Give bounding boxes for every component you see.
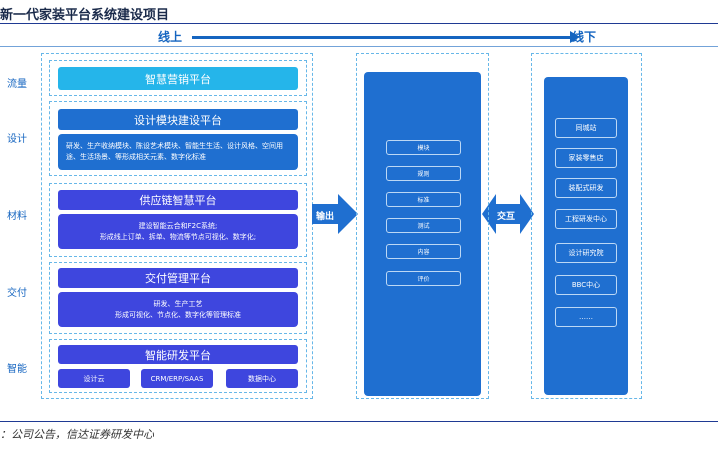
design-platform-bar: 设计模块建设平台: [58, 109, 298, 130]
offline-item-bbc-center: BBC中心: [555, 275, 617, 295]
marketing-group-frame: [49, 60, 307, 96]
offline-item-engineering-rd: 工程研发中心: [555, 209, 617, 229]
offline-item-retail-store: 家装零售店: [555, 148, 617, 168]
category-material: 材料: [7, 211, 27, 222]
offline-panel: [544, 77, 628, 395]
design-platform-desc-text: 研发、生产收纳模块、陈设艺术模块、智能生生活、设计风格、空间用途、生活场景、等形…: [66, 142, 283, 161]
delivery-desc-line2: 形成可视化、节点化、数字化等管理标准: [115, 310, 241, 319]
middle-frame: [356, 53, 489, 399]
delivery-platform-bar: 交付管理平台: [58, 268, 298, 288]
output-arrow: [312, 194, 358, 234]
header-rule: [0, 46, 718, 47]
offline-label: 线下: [572, 30, 597, 44]
output-arrow-label: 输出: [316, 212, 335, 222]
intel-group-frame: [49, 339, 307, 393]
category-design: 设计: [7, 134, 27, 145]
delivery-desc-line1: 研发、生产工艺: [153, 299, 203, 308]
online-platform-frame: [41, 53, 313, 399]
middle-item-content: 内容: [386, 244, 461, 259]
middle-item-review: 评价: [386, 271, 461, 286]
marketing-platform-bar: 智慧营销平台: [58, 67, 298, 90]
offline-frame: [531, 53, 642, 399]
interact-arrow-label: 交互: [497, 212, 516, 222]
category-delivery: 交付: [7, 288, 27, 299]
design-group-frame: [49, 101, 307, 176]
supply-desc-line2: 形成线上订单、拆单、物流等节点可视化、数字化;: [99, 232, 257, 241]
middle-item-test: 测试: [386, 218, 461, 233]
online-label: 线上: [158, 30, 183, 44]
supply-desc-line1: 建设智能云合和F2C系统;: [138, 221, 218, 230]
title-rule: [0, 23, 718, 24]
middle-panel: [364, 72, 481, 396]
intel-platform-bar: 智能研发平台: [58, 345, 298, 364]
design-platform-desc: 研发、生产收纳模块、陈设艺术模块、智能生生活、设计风格、空间用途、生活场景、等形…: [58, 134, 298, 170]
intel-sub-data-center: 数据中心: [226, 369, 298, 388]
middle-item-module: 模块: [386, 140, 461, 155]
middle-item-standard: 标准: [386, 192, 461, 207]
category-intelligence: 智能: [7, 364, 27, 375]
offline-item-more: ……: [555, 307, 617, 327]
category-traffic: 流量: [7, 79, 27, 90]
supply-platform-bar: 供应链智慧平台: [58, 190, 298, 210]
offline-item-city-station: 同城站: [555, 118, 617, 138]
page-title: 新一代家装平台系统建设项目: [0, 8, 170, 23]
delivery-group-frame: [49, 262, 307, 334]
delivery-platform-desc: 研发、生产工艺 形成可视化、节点化、数字化等管理标准: [58, 292, 298, 327]
middle-item-rules: 规则: [386, 166, 461, 181]
footer-rule: [0, 421, 718, 422]
supply-group-frame: [49, 183, 307, 257]
supply-platform-desc: 建设智能云合和F2C系统; 形成线上订单、拆单、物流等节点可视化、数字化;: [58, 214, 298, 249]
offline-item-prefab-rd: 装配式研发: [555, 178, 617, 198]
intel-sub-design-cloud: 设计云: [58, 369, 130, 388]
intel-sub-crm-erp-saas: CRM/ERP/SAAS: [141, 369, 213, 388]
online-offline-arrow: [192, 31, 580, 43]
interact-arrow: [482, 194, 534, 234]
offline-item-design-institute: 设计研究院: [555, 243, 617, 263]
source-note: ：公司公告，信达证券研发中心: [0, 428, 154, 441]
